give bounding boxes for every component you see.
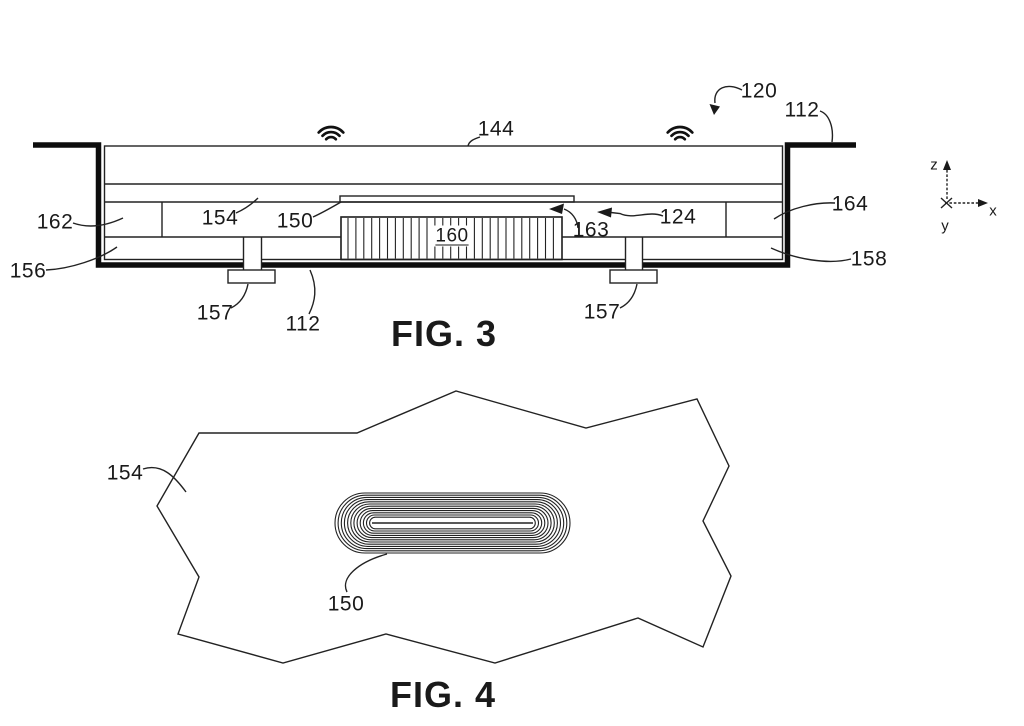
leader-162 [72,217,124,227]
ref-label-fig4-150: 150 [327,592,365,616]
leader-156 [45,246,118,271]
leader-fig4-150 [344,553,388,593]
ref-label-154: 154 [201,206,239,230]
ref-label-157-left: 157 [196,301,234,325]
ref-label-164: 164 [831,192,869,216]
ref-label-fig4-154: 154 [106,461,144,485]
enclosure-case-112-outline [33,142,856,268]
wireless-signal-icon-left [317,125,345,141]
leader-112-bottom [308,269,316,315]
leader-164 [773,202,836,220]
module-160-box-border [340,216,563,261]
leader-150 [312,201,342,218]
z-axis-arrowhead [943,160,951,170]
ref-label-124: 124 [659,205,697,229]
ref-label-120: 120 [740,79,778,103]
arrow-163 [549,203,579,229]
fig4-coil-150-rings [334,492,571,554]
fig3-caption: FIG. 3 [390,313,498,354]
ref-label-158: 158 [850,247,888,271]
ref-label-162: 162 [36,210,74,234]
isolator-hatch-lines [347,218,554,259]
ref-label-112-top-right: 112 [784,98,820,122]
fig3-device-cross-section [33,85,988,315]
coordinate-axes [940,160,988,209]
axis-label-y: y [941,217,949,235]
leader-157-left [230,283,249,309]
leader-158 [770,247,852,263]
leader-fig4-154 [142,466,187,493]
leader-154 [235,197,259,214]
arrow-124 [597,207,664,218]
ref-label-144: 144 [477,117,515,141]
plate-154-broken-outline [156,390,732,664]
arrow-120 [709,85,743,115]
axis-label-z: z [930,156,938,174]
ref-label-156: 156 [9,259,47,283]
leader-157-right [619,283,638,309]
wireless-signal-icon-right [666,125,694,141]
mounting-foot-157-left [227,237,276,284]
ref-label-163: 163 [572,218,610,242]
y-axis-cross [940,197,953,209]
x-axis-arrowhead [978,199,988,207]
fig4-plate-plan-view [142,390,732,664]
leader-144 [467,136,481,147]
leader-112-top-right [819,110,834,143]
coil-plate-150 [339,195,575,203]
axis-label-x: x [989,202,997,220]
fig4-caption: FIG. 4 [389,674,497,715]
ref-label-160: 160 [431,225,473,247]
ref-label-157-right: 157 [583,300,621,324]
ref-label-112-bottom: 112 [285,312,321,336]
ref-label-150: 150 [276,209,314,233]
mounting-foot-157-right [609,237,658,284]
